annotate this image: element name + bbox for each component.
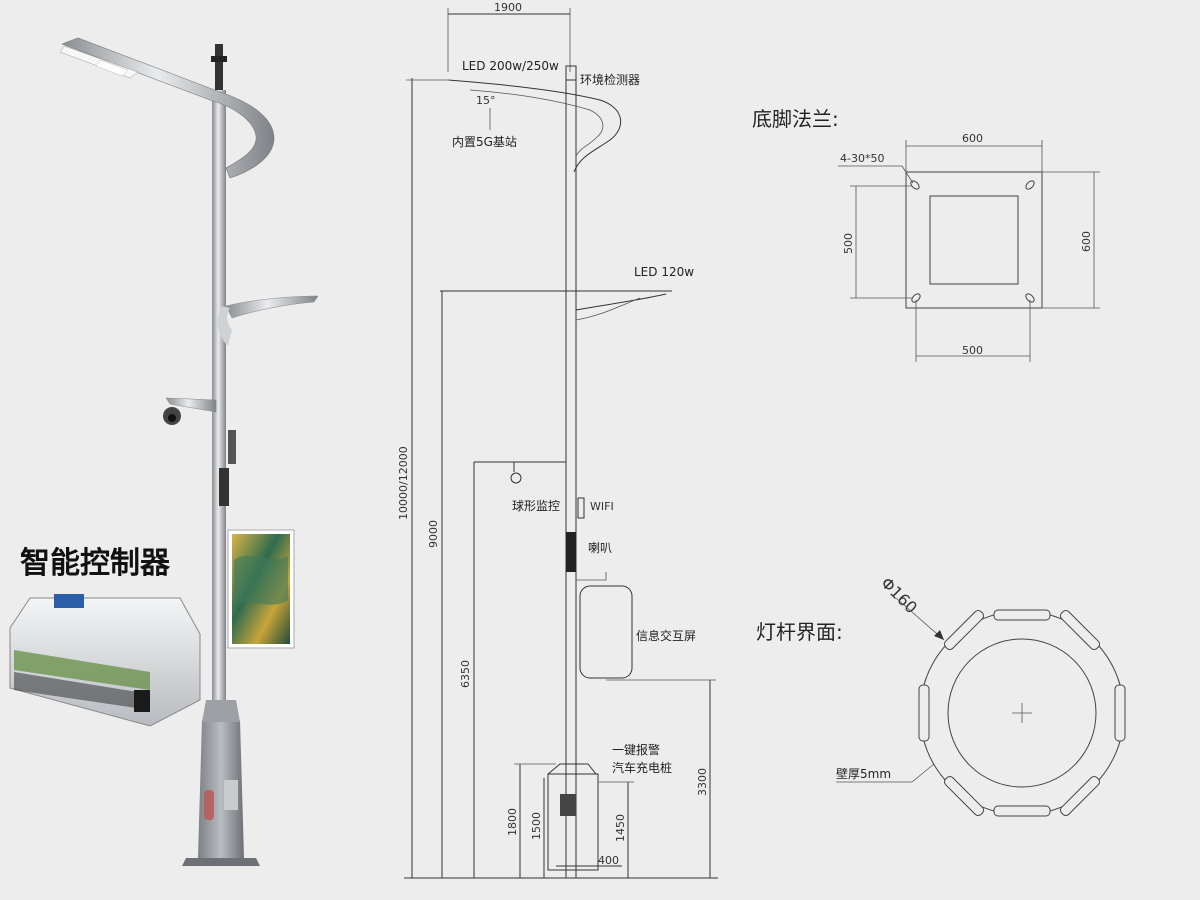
mid-lamp-arm xyxy=(225,295,319,319)
dim-h-1500: 1500 xyxy=(530,812,543,840)
flange-bottom-dim: 500 xyxy=(962,344,983,357)
section-wall: 壁厚5mm xyxy=(836,766,891,781)
flange-title: 底脚法兰: xyxy=(752,107,839,131)
pole-render xyxy=(59,37,319,866)
screen-outline xyxy=(579,585,633,679)
lbl-angle: 15° xyxy=(476,94,496,107)
wifi-outline xyxy=(577,497,585,519)
flange-section: 底脚法兰: 600 4-30*50 500 600 500 xyxy=(752,107,1100,362)
top-lamp-arm xyxy=(61,37,275,179)
dim-h-3300: 3300 xyxy=(696,768,709,796)
flange-right-dim: 600 xyxy=(1080,231,1093,252)
section-diameter: Φ160 xyxy=(877,573,921,617)
controller-title: 智能控制器 xyxy=(20,546,171,581)
lbl-alarm: 一键报警 xyxy=(612,742,660,757)
dim-arm-width: 1900 xyxy=(494,1,522,14)
flange-hole-tr xyxy=(1025,180,1035,190)
mid-arm-outline xyxy=(575,293,667,311)
base-outline xyxy=(547,773,599,871)
dim-h-9000: 9000 xyxy=(427,520,440,548)
section-slots xyxy=(918,609,1126,817)
section-view: 灯杆界面: Φ160 壁厚5mm xyxy=(756,573,1126,817)
flange-hole-br xyxy=(1025,293,1035,303)
flange-hole-bl xyxy=(911,293,921,303)
flange-hole-spec: 4-30*50 xyxy=(840,152,884,165)
flange-inner-square xyxy=(929,195,1019,285)
lbl-env-detector: 环境检测器 xyxy=(580,72,640,87)
flange-left-dim: 500 xyxy=(842,233,855,254)
wifi-render xyxy=(228,430,236,464)
camera-arm xyxy=(165,397,217,413)
base-cabinet-render xyxy=(198,720,244,858)
lbl-charger: 汽车充电桩 xyxy=(612,760,672,775)
elevation-drawing: 1900 LED 200w/250w 15° 环境检测器 内置5G基站 LED … xyxy=(397,1,718,879)
lbl-led-mid: LED 120w xyxy=(634,265,694,279)
flange-top-dim: 600 xyxy=(962,132,983,145)
flange-hole-tl xyxy=(910,180,920,190)
flange-plate xyxy=(905,171,1043,309)
camera-outline xyxy=(510,472,522,484)
lbl-wifi: WIFI xyxy=(590,500,614,513)
pole-shaft xyxy=(212,90,226,730)
lbl-speaker: 喇叭 xyxy=(588,540,612,555)
lbl-screen: 信息交互屏 xyxy=(636,628,696,643)
speaker-outline xyxy=(566,532,576,572)
dim-h-total: 10000/12000 xyxy=(397,446,410,520)
dim-h-6350: 6350 xyxy=(459,660,472,688)
section-inner xyxy=(947,638,1097,788)
speaker-render xyxy=(219,468,229,506)
lbl-led-top: LED 200w/250w xyxy=(462,59,559,73)
controller-section: 智能控制器 xyxy=(9,546,201,727)
section-title: 灯杆界面: xyxy=(756,620,843,644)
controller-lcd xyxy=(54,594,84,608)
env-detector-render xyxy=(215,44,223,90)
dim-w-400: 400 xyxy=(598,854,619,867)
lbl-base-station: 内置5G基站 xyxy=(452,135,517,149)
lbl-camera: 球形监控 xyxy=(512,499,560,513)
top-arm-outline xyxy=(447,79,622,173)
dim-h-1800: 1800 xyxy=(506,808,519,836)
dim-h-1450: 1450 xyxy=(614,814,627,842)
